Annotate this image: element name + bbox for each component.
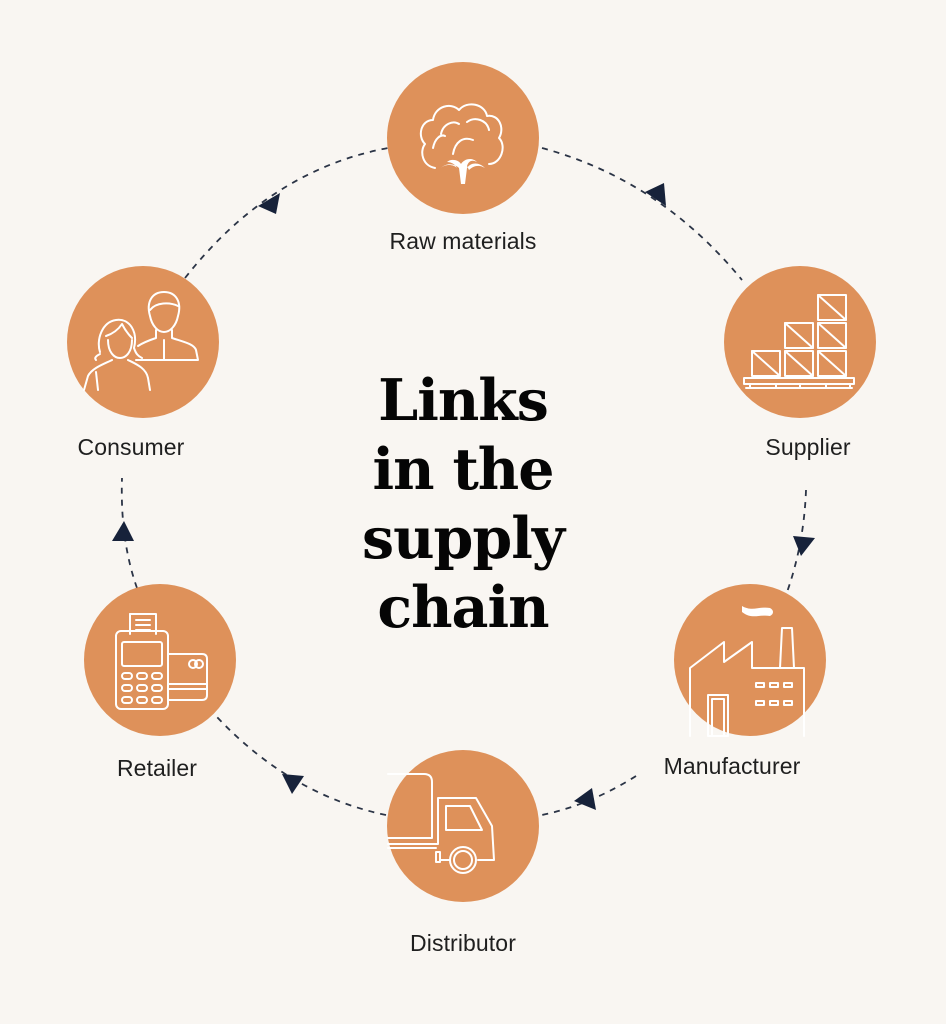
title-line: in the <box>372 436 555 503</box>
arrow-to-raw-materials <box>258 193 280 214</box>
label-manufacturer: Manufacturer <box>663 753 801 779</box>
card-payment-terminal-icon <box>115 613 208 710</box>
node-raw-materials <box>387 62 539 214</box>
node-circle <box>84 584 236 736</box>
label-distributor: Distributor <box>410 930 516 956</box>
connector-consumer-to-raw <box>184 147 389 279</box>
arrows <box>112 183 815 810</box>
node-supplier <box>724 266 876 418</box>
title-line: chain <box>377 574 549 641</box>
node-manufacturer <box>674 584 826 737</box>
diagram-title: Links in the supply chain <box>361 366 565 642</box>
node-circle <box>387 62 539 214</box>
people-couple-icon <box>83 291 199 391</box>
cotton-plant-icon <box>419 103 504 184</box>
stacked-boxes-pallet-icon <box>743 294 855 389</box>
arrow-to-manufacturer <box>793 536 815 556</box>
label-retailer: Retailer <box>116 755 198 781</box>
node-circle <box>387 750 539 902</box>
arrow-to-supplier <box>645 183 666 206</box>
node-circle <box>724 266 876 418</box>
connector-supplier-to-manufacturer <box>785 489 807 596</box>
arrow-to-distributor <box>574 788 596 810</box>
label-raw-materials: Raw materials <box>389 228 537 254</box>
connector-raw-to-supplier <box>541 147 743 281</box>
factory-icon <box>689 606 805 737</box>
title-line: supply <box>361 505 565 572</box>
node-distributor <box>387 750 539 902</box>
connector-distributor-to-retailer <box>215 715 387 816</box>
label-consumer: Consumer <box>77 434 185 460</box>
delivery-truck-icon <box>387 773 495 874</box>
label-supplier: Supplier <box>765 434 851 460</box>
node-circle <box>67 266 219 418</box>
node-consumer <box>67 266 219 418</box>
node-retailer <box>84 584 236 736</box>
title-line: Links <box>378 367 549 434</box>
arrow-to-consumer <box>112 521 134 541</box>
arrow-to-retailer <box>282 774 304 794</box>
